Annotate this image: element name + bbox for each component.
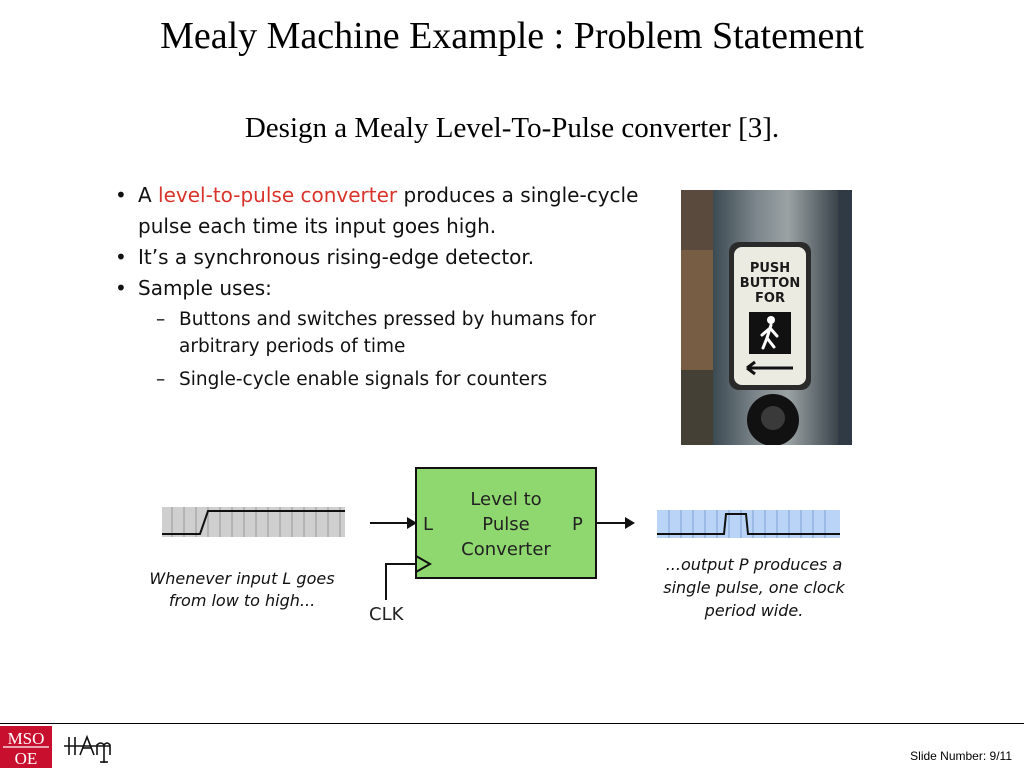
box-label-line2: Pulse	[482, 514, 529, 535]
arrow-left-icon	[746, 360, 793, 376]
output-caption-line2: single pulse, one clock	[663, 578, 845, 597]
level-to-pulse-diagram: Level to Pulse Converter L P CLK Wheneve…	[149, 467, 845, 625]
input-waveform	[162, 507, 345, 537]
highlight-text: level-to-pulse converter	[158, 183, 398, 207]
slide-subtitle: Design a Mealy Level-To-Pulse converter …	[244, 112, 780, 144]
bullet-item: It’s a synchronous rising-edge detector.	[113, 242, 653, 273]
sign-text-for: FOR	[755, 291, 785, 306]
input-caption-line2: from low to high...	[169, 591, 315, 610]
box-label-line1: Level to	[470, 489, 541, 510]
output-waveform	[657, 510, 840, 538]
sign-text-button: BUTTON	[740, 276, 800, 291]
input-port-label: L	[423, 514, 433, 535]
bullet-item: A level-to-pulse converter produces a si…	[113, 180, 653, 242]
box-label-line3: Converter	[461, 539, 551, 560]
sub-bullet-item: Single-cycle enable signals for counters	[113, 366, 653, 393]
clock-label: CLK	[369, 604, 405, 625]
bullet-text: A	[138, 183, 159, 207]
footer-divider	[0, 723, 1024, 724]
output-port-label: P	[572, 514, 583, 535]
ham-radio-logo-icon	[64, 734, 111, 763]
svg-text:MSO: MSO	[8, 729, 45, 748]
clock-input-icon	[415, 555, 433, 573]
output-caption-line3: period wide.	[704, 601, 804, 620]
crosswalk-button-photo: PUSH BUTTON FOR	[681, 190, 852, 445]
output-caption-line1: ...output P produces a	[666, 555, 843, 574]
bullet-list: A level-to-pulse converter produces a si…	[113, 180, 653, 393]
bullet-text: produces a single-cycle pulse each time …	[138, 183, 639, 238]
sign-text-push: PUSH	[750, 261, 790, 276]
slide-number: Slide Number: 9/11	[910, 749, 1012, 763]
converter-box	[415, 467, 597, 579]
slide-title: Mealy Machine Example : Problem Statemen…	[160, 15, 864, 57]
bullet-item: Sample uses:	[113, 273, 653, 304]
input-caption-line1: Whenever input L goes	[149, 569, 334, 588]
svg-text:OE: OE	[15, 749, 38, 768]
sub-bullet-item: Buttons and switches pressed by humans f…	[113, 306, 653, 360]
msoe-logo: MSO OE	[0, 726, 52, 768]
